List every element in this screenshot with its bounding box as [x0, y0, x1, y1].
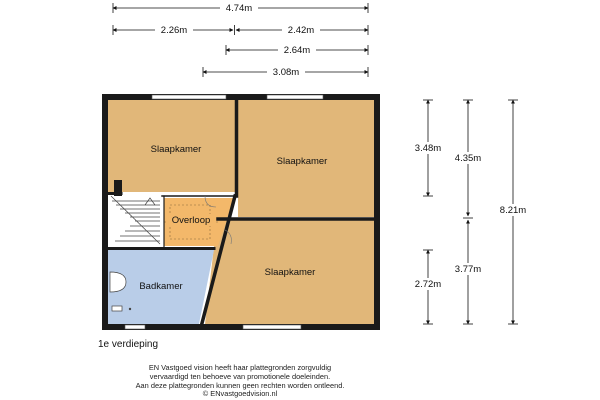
- top-dimensions: [112, 3, 369, 77]
- dim-top-right: 2.42m: [288, 25, 314, 36]
- disclaimer-line: © ENvastgoedvision.nl: [202, 389, 278, 399]
- disclaimer: EN Vastgoed vision heeft haar plattegron…: [80, 363, 400, 399]
- room-slaapkamer-3: [205, 220, 374, 324]
- label-slaapkamer-2: Slaapkamer: [277, 156, 328, 167]
- dim-top-mid: 2.64m: [284, 45, 310, 56]
- dim-top-total: 4.74m: [226, 3, 252, 14]
- toilet-icon: [109, 271, 127, 293]
- dim-top-low: 3.08m: [273, 67, 299, 78]
- door-swings: [204, 195, 232, 245]
- dim-right-mid-lower: 3.77m: [455, 264, 481, 275]
- dim-right-total: 8.21m: [500, 205, 526, 216]
- staircase-treads: [110, 195, 161, 245]
- label-overloop: Overloop: [172, 215, 211, 226]
- room-fills: [108, 100, 374, 324]
- room-badkamer: [108, 250, 214, 324]
- sink-icon: [111, 305, 123, 312]
- label-slaapkamer-3: Slaapkamer: [265, 267, 316, 278]
- dim-right-mid-upper: 4.35m: [455, 153, 481, 164]
- disclaimer-line: vervaardigd ten behoeve van promotionele…: [149, 371, 331, 381]
- floor-label: 1e verdieping: [98, 339, 159, 350]
- bathroom-fixtures: [109, 271, 132, 312]
- disclaimer-line: EN Vastgoed vision heeft haar plattegron…: [148, 363, 332, 372]
- label-slaapkamer-1: Slaapkamer: [151, 144, 202, 155]
- dim-top-left: 2.26m: [161, 25, 187, 36]
- windows: [124, 94, 324, 330]
- label-badkamer: Badkamer: [139, 281, 182, 292]
- room-slaapkamer-1: [108, 100, 235, 192]
- dim-right-upper: 3.48m: [415, 143, 441, 154]
- disclaimer-line: Aan deze plattegronden kunnen geen recht…: [135, 380, 345, 390]
- room-slaapkamer-2: [238, 100, 374, 217]
- dim-right-lower: 2.72m: [415, 279, 441, 290]
